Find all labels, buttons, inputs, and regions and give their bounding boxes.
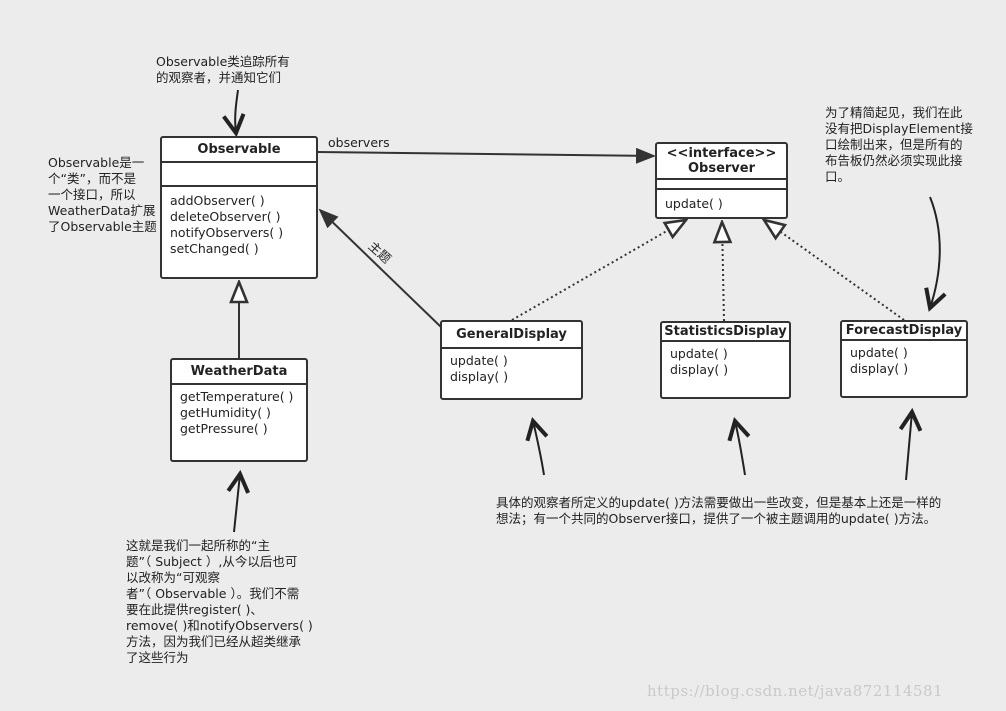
statisticsdisplay-class-name: StatisticsDisplay	[662, 323, 789, 342]
weatherdata-op: getHumidity( )	[180, 405, 271, 420]
observable-class-name: Observable	[162, 138, 316, 163]
weatherdata-class-name: WeatherData	[172, 360, 306, 385]
note-subject: 这就是我们一起所称的“主 题”（ Subject ）,从今以后也可 以改称为“可…	[126, 538, 313, 665]
watermark: https://blog.csdn.net/java872114581	[647, 682, 944, 700]
realization-line-statistics	[722, 222, 724, 322]
statisticsdisplay-class: StatisticsDisplay update( ) display( )	[660, 321, 791, 399]
observable-op: setChanged( )	[170, 241, 259, 256]
note-observable-is-class: Observable是一 个“类”，而不是 一个接口，所以 WeatherDat…	[48, 155, 157, 234]
statisticsdisplay-op: update( )	[670, 346, 728, 361]
generaldisplay-op: update( )	[450, 353, 508, 368]
observable-op: addObserver( )	[170, 193, 265, 208]
forecastdisplay-class-name: ForecastDisplay	[842, 322, 966, 341]
note-arrow-forecast	[906, 412, 912, 481]
note-displayelement: 为了精简起见，我们在此 没有把DisplayElement接 口绘制出来，但是所…	[825, 105, 973, 184]
weatherdata-class: WeatherData getTemperature( ) getHumidit…	[170, 358, 308, 462]
note-arrow-statistics	[735, 421, 745, 476]
note-concrete-observers: 具体的观察者所定义的update( )方法需要做出一些改变，但是基本上还是一样的…	[496, 495, 942, 526]
observable-op: notifyObservers( )	[170, 225, 284, 240]
observers-association-line	[317, 147, 656, 164]
generaldisplay-op: display( )	[450, 369, 509, 384]
weatherdata-op: getPressure( )	[180, 421, 268, 436]
realization-line-forecast	[764, 220, 905, 321]
forecastdisplay-class: ForecastDisplay update( ) display( )	[840, 320, 968, 398]
observers-label: observers	[328, 135, 390, 150]
observer-op: update( )	[665, 196, 723, 211]
note-arrow-top-right	[930, 196, 940, 308]
weatherdata-op: getTemperature( )	[180, 389, 294, 404]
observer-interface: <<interface>> Observer update( )	[655, 142, 788, 219]
generaldisplay-class: GeneralDisplay update( ) display( )	[440, 320, 583, 400]
generaldisplay-class-name: GeneralDisplay	[442, 322, 581, 349]
observer-stereotype: <<interface>>	[666, 146, 777, 161]
note-arrow-weatherdata	[234, 474, 240, 533]
observable-class: Observable addObserver( ) deleteObserver…	[160, 136, 318, 279]
note-observable-tracks-observers: Observable类追踪所有 的观察者，并通知它们	[156, 54, 290, 85]
subject-association-line	[318, 208, 442, 328]
statisticsdisplay-op: display( )	[670, 362, 729, 377]
note-arrow-general	[533, 421, 544, 476]
observer-class-name: Observer	[687, 161, 756, 176]
note-arrow-top	[235, 89, 238, 133]
forecastdisplay-op: update( )	[850, 345, 908, 360]
forecastdisplay-op: display( )	[850, 361, 909, 376]
observable-op: deleteObserver( )	[170, 209, 281, 224]
realization-line-general	[511, 220, 686, 321]
